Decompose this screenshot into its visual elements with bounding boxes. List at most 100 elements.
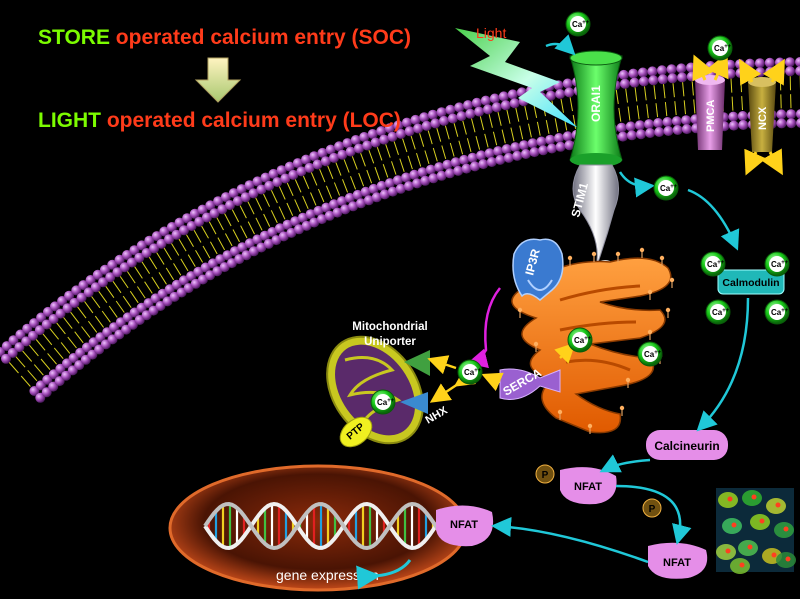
- lipid-head: [484, 148, 495, 159]
- lipid-head: [657, 74, 668, 85]
- lipid-head: [189, 208, 200, 219]
- lipid-tail: [286, 202, 294, 216]
- lipid-head: [564, 87, 575, 98]
- lipid-tail: [664, 102, 668, 117]
- calcium-label: Ca++: [644, 350, 662, 359]
- lipid-head: [297, 212, 308, 223]
- lipid-tail: [94, 315, 105, 328]
- lipid-tail: [91, 296, 101, 309]
- title-block: STORE operated calcium entry (SOC) LIGHT…: [38, 26, 411, 132]
- lipid-head: [237, 242, 248, 253]
- lipid-tail: [67, 336, 77, 349]
- lipid-head: [98, 277, 108, 288]
- lipid-tail: [173, 263, 182, 276]
- calcium-ion: Ca++: [764, 251, 790, 277]
- lipid-head: [292, 158, 303, 169]
- lipid-head: [200, 262, 211, 273]
- lipid-head: [644, 119, 654, 130]
- lipid-head: [545, 134, 556, 145]
- lipid-head: [410, 114, 421, 125]
- lipid-head: [164, 234, 174, 245]
- calcium-ion: Ca++: [457, 359, 483, 385]
- lipid-tail: [545, 120, 550, 134]
- lipid-tail: [240, 225, 248, 239]
- lipid-head: [149, 243, 160, 254]
- uniporter-icon: [404, 350, 430, 376]
- nfat-cytosol-1: [560, 467, 617, 505]
- lipid-tail: [683, 100, 686, 115]
- micrograph-nucleus: [731, 522, 737, 528]
- lipid-head: [648, 75, 659, 86]
- lipid-tail: [655, 103, 659, 118]
- calcium-ion: Ca++: [653, 175, 679, 201]
- lipid-head: [527, 138, 538, 149]
- lipid-head: [107, 259, 118, 270]
- lipid-head: [681, 115, 692, 126]
- lipid-head: [324, 210, 335, 221]
- lipid-tail: [682, 82, 685, 97]
- lipid-head: [71, 285, 82, 296]
- lipid-tail: [317, 188, 325, 203]
- lipid-tail: [333, 182, 341, 196]
- lipid-head: [296, 166, 307, 177]
- lipid-head: [337, 149, 348, 160]
- lipid-tail: [141, 261, 151, 274]
- lipid-tail: [15, 356, 26, 368]
- lipid-tail: [247, 221, 255, 235]
- lipid-head: [301, 220, 312, 231]
- title-line2-prefix: LIGHT: [38, 109, 101, 132]
- lipid-tail: [22, 350, 33, 362]
- lipid-head: [212, 266, 223, 277]
- lipid-tail: [740, 78, 742, 93]
- lipid-tail: [560, 98, 564, 113]
- lipid-head: [363, 195, 374, 206]
- lipid-head: [663, 126, 674, 136]
- lipid-head: [136, 240, 147, 251]
- lipid-tail: [416, 152, 422, 167]
- ribosome: [669, 277, 675, 283]
- calcium-label: Ca++: [707, 260, 725, 269]
- lipid-head: [654, 127, 665, 137]
- lipid-head: [725, 68, 736, 79]
- ribosome: [587, 423, 593, 429]
- lipid-tail: [247, 201, 255, 215]
- lipid-tail: [101, 310, 111, 323]
- lipid-tail: [105, 286, 115, 298]
- lipid-head: [436, 170, 447, 181]
- lipid-head: [41, 319, 52, 330]
- lipid-head: [412, 178, 423, 189]
- lipid-head: [417, 167, 428, 178]
- lipid-tail: [239, 205, 247, 219]
- lipid-tail: [360, 153, 366, 167]
- lipid-tail: [202, 245, 211, 259]
- lipid-head: [205, 200, 216, 211]
- phosphate-2: [642, 498, 662, 518]
- lipid-head: [244, 238, 255, 249]
- lipid-head: [629, 77, 640, 88]
- lipid-head: [447, 113, 458, 124]
- dna-strand: [203, 501, 447, 551]
- nfat-nuclear: [436, 505, 494, 547]
- lipid-tail: [56, 322, 66, 335]
- lipid-head: [271, 235, 282, 246]
- lipid-head: [1, 353, 11, 364]
- lipid-tail: [8, 362, 19, 374]
- lipid-head: [340, 204, 351, 215]
- lipid-head: [784, 57, 795, 68]
- gene-expression-label: gene expression: [276, 567, 379, 583]
- lipid-head: [755, 67, 766, 78]
- lipid-head: [376, 126, 387, 137]
- micrograph-nucleus: [783, 526, 789, 532]
- lipid-head: [207, 258, 218, 269]
- lipid-head: [628, 68, 639, 79]
- lipid-head: [765, 66, 776, 77]
- lipid-head: [379, 189, 390, 200]
- lipid-tail: [730, 78, 733, 93]
- lipid-tail: [506, 109, 511, 124]
- lipid-tail: [158, 272, 167, 285]
- lipid-tail: [462, 120, 467, 135]
- lipid-head: [738, 120, 749, 130]
- lipid-tail: [126, 271, 136, 284]
- lipid-head: [512, 150, 523, 161]
